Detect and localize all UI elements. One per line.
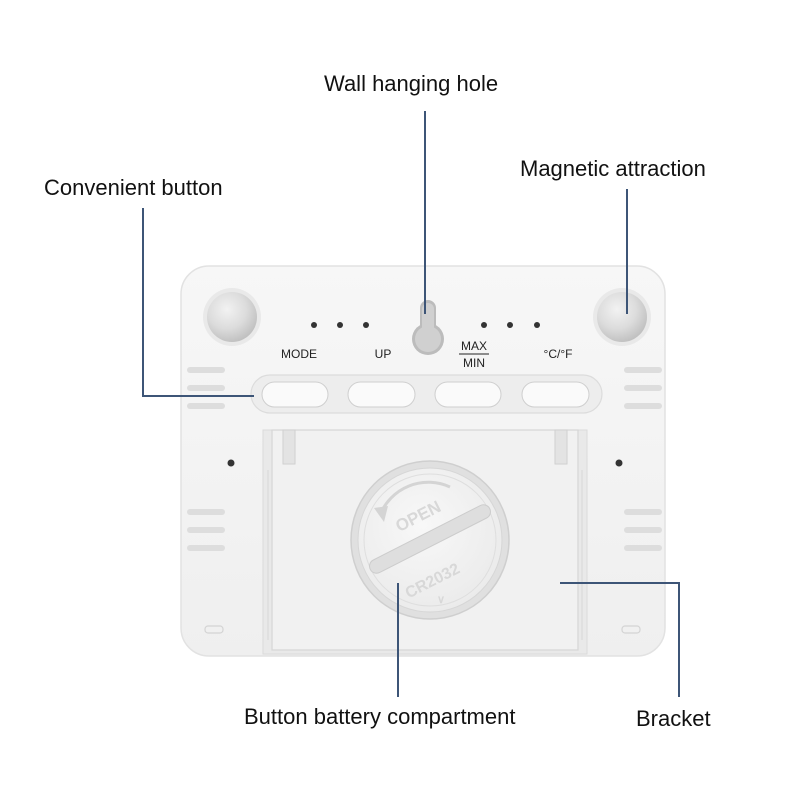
foot-left (204, 625, 224, 634)
max-min-button[interactable] (434, 381, 502, 408)
callout-battery-compartment: Button battery compartment (244, 704, 516, 729)
foot-right (621, 625, 641, 634)
vent-slots-left (187, 367, 225, 551)
vent-slots-right (624, 367, 662, 551)
open-arrow-icon (378, 480, 451, 516)
magnet-right (593, 288, 651, 346)
indicator-dots (311, 322, 540, 328)
leader-convenient-button (142, 208, 254, 397)
screw-dot-right (615, 459, 623, 467)
battery-cover-slot (369, 504, 491, 574)
callout-convenient-button: Convenient button (44, 175, 223, 200)
leader-lines (142, 111, 680, 697)
up-label: UP (375, 347, 392, 361)
callout-magnetic-attraction: Magnetic attraction (520, 156, 706, 181)
up-button[interactable] (347, 381, 416, 408)
screw-dot-left (227, 459, 235, 467)
leader-bracket (560, 582, 680, 697)
button-strip (250, 374, 603, 414)
max-label: MAX (461, 339, 487, 353)
mode-label: MODE (281, 347, 317, 361)
battery-arrow-text: ∨ (437, 594, 445, 606)
callout-wall-hanging-hole: Wall hanging hole (324, 71, 499, 96)
magnet-left (203, 288, 261, 346)
min-label: MIN (463, 356, 485, 370)
mode-button[interactable] (261, 381, 329, 408)
callout-bracket: Bracket (636, 706, 711, 731)
unit-label: °C/°F (544, 347, 573, 361)
unit-button[interactable] (521, 381, 590, 408)
battery-cover[interactable]: OPEN CR2032 ∨ (350, 460, 510, 620)
